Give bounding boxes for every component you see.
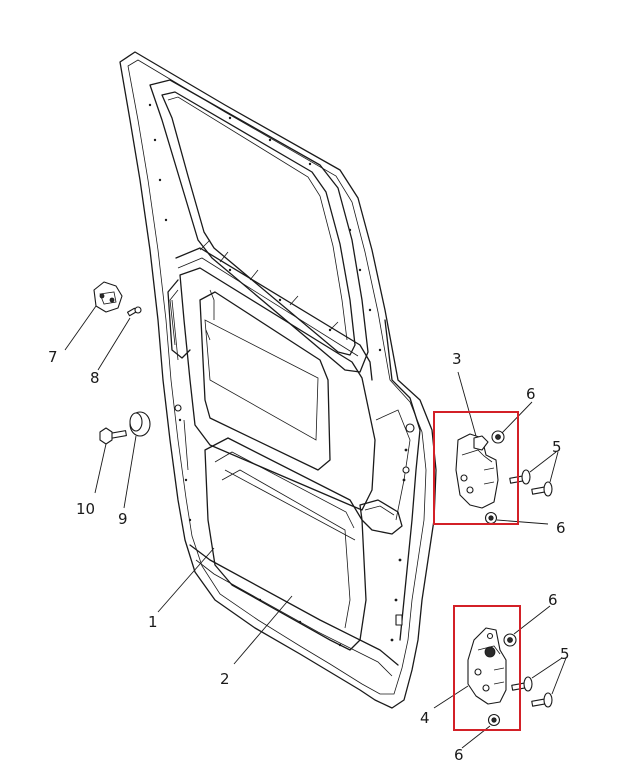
- callout-6-lower-bottom: 6: [454, 746, 464, 764]
- bumper-bolt: [99, 427, 127, 445]
- lower-hinge: [467, 627, 507, 705]
- callout-6-upper-top: 6: [526, 385, 536, 403]
- bumper: [129, 411, 151, 437]
- callout-4: 4: [420, 709, 430, 727]
- callout-2: 2: [220, 670, 230, 688]
- callout-8: 8: [90, 369, 100, 387]
- lower-hinge-highlight-box: [453, 605, 521, 731]
- leader-lines: [64, 305, 567, 749]
- callout-9: 9: [118, 510, 128, 528]
- nut-upper-bottom: [484, 511, 498, 525]
- callout-7: 7: [48, 348, 58, 366]
- nut-lower-top: [503, 633, 517, 647]
- nut-upper-top: [491, 430, 505, 444]
- upper-hinge: [455, 433, 499, 509]
- striker: [93, 281, 123, 313]
- callout-5-lower: 5: [560, 645, 570, 663]
- callout-5-upper: 5: [552, 438, 562, 456]
- screw: [126, 306, 142, 317]
- nut-lower-bottom: [487, 713, 501, 727]
- bolt-lower-a: [511, 676, 533, 692]
- bolt-lower-b: [531, 692, 553, 708]
- door-shell: [119, 51, 437, 709]
- callout-3: 3: [452, 350, 462, 368]
- callout-6-upper-bottom: 6: [556, 519, 566, 537]
- bolt-upper-a: [509, 469, 531, 485]
- callout-10: 10: [76, 500, 95, 518]
- callout-6-lower-top: 6: [548, 591, 558, 609]
- callout-1: 1: [148, 613, 158, 631]
- bolt-upper-b: [531, 481, 553, 497]
- upper-hinge-highlight-box: [433, 411, 519, 525]
- rim-holes: [148, 103, 408, 647]
